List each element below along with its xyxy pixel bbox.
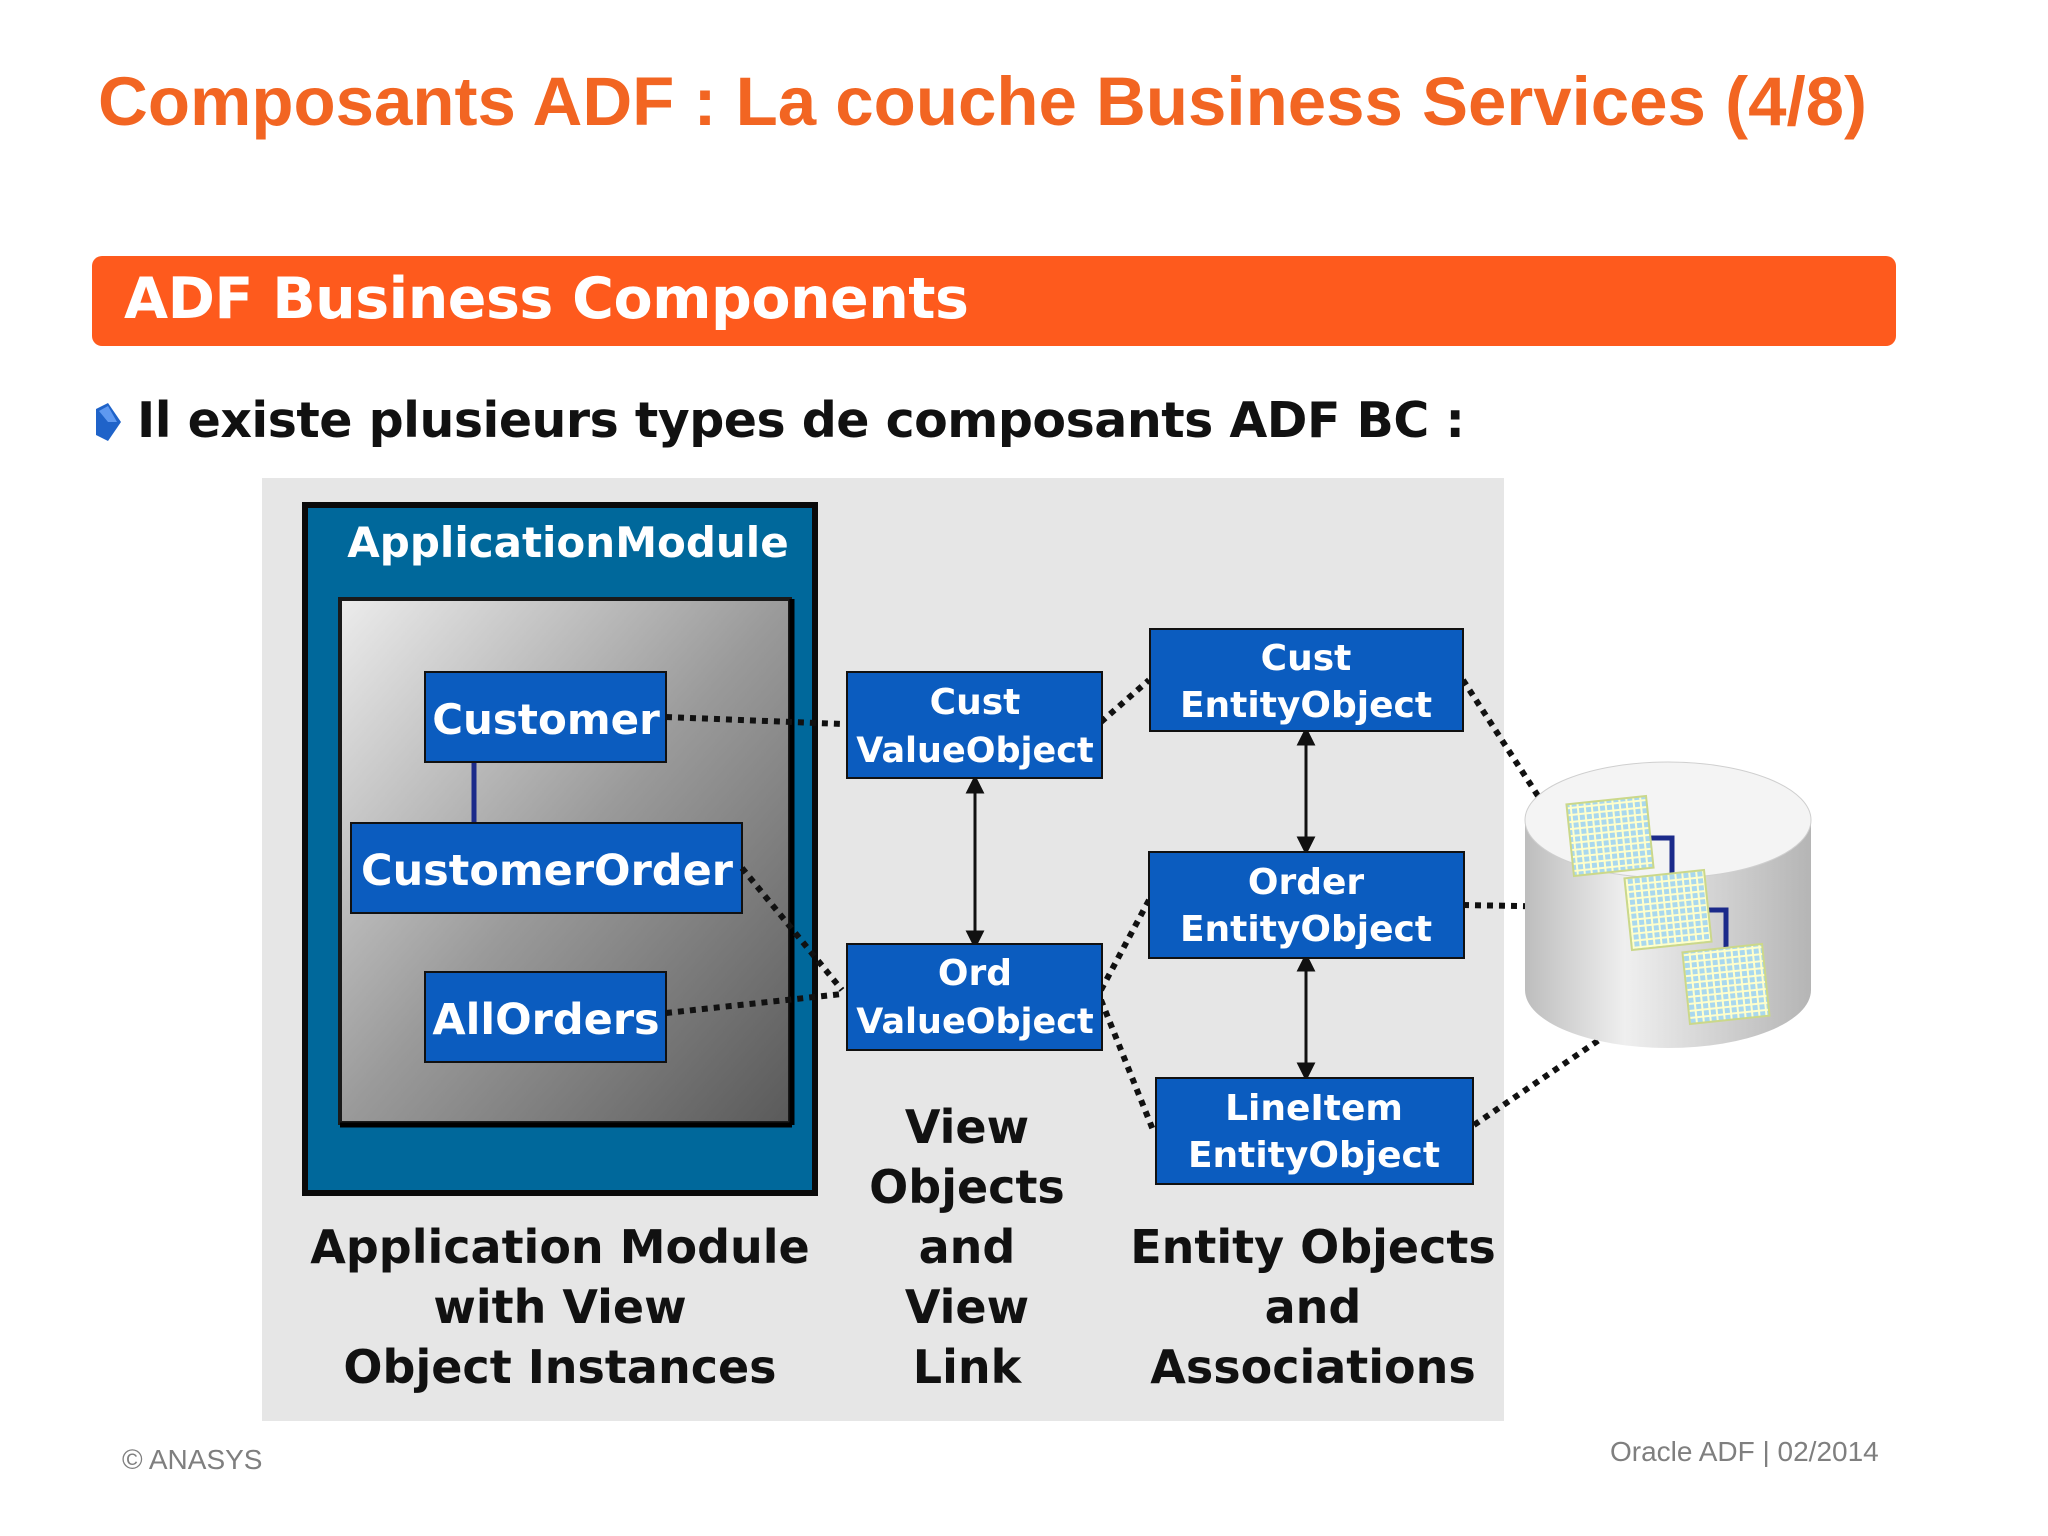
svg-text:Application Module: Application Module [310, 1220, 809, 1274]
svg-text:View: View [905, 1100, 1029, 1154]
entity-object-lineitem-line2: EntityObject [1188, 1135, 1440, 1176]
solid-arrows [965, 726, 1316, 1082]
connector-customer-custvo [665, 714, 843, 727]
svg-text:Associations: Associations [1150, 1340, 1476, 1394]
entity-object-order-line1: Order [1248, 862, 1365, 903]
connector-custvo-custeo [1099, 677, 1151, 725]
entity-object-order: Order EntityObject [1148, 851, 1465, 959]
view-object-ord-line2: ValueObject [856, 1002, 1093, 1042]
view-object-ord: Ord ValueObject [846, 943, 1103, 1051]
instance-allorders-label: AllOrders [432, 995, 659, 1045]
caption-entity-objects: Entity Objects and Associations [1130, 1220, 1496, 1394]
caption-view-objects: View Objects and View Link [869, 1100, 1065, 1394]
svg-text:and: and [1265, 1280, 1362, 1334]
entity-object-cust-line1: Cust [1261, 638, 1352, 679]
instance-customer-label: Customer [432, 695, 660, 744]
svg-text:Link: Link [913, 1340, 1023, 1394]
bullet-text: Il existe plusieurs types de composants … [137, 392, 1465, 449]
instance-customer: Customer [424, 671, 667, 763]
footer-copyright: © ANASYS [122, 1444, 263, 1475]
entity-object-order-line2: EntityObject [1180, 909, 1432, 950]
instance-customerorder: CustomerOrder [350, 822, 743, 914]
entity-object-lineitem: LineItem EntityObject [1155, 1077, 1474, 1185]
instance-customerorder-label: CustomerOrder [361, 846, 734, 896]
caption-app-module: Application Module with View Object Inst… [310, 1220, 809, 1394]
connector-allorders-ordvo [665, 991, 843, 1016]
entity-object-cust: Cust EntityObject [1149, 628, 1464, 732]
bullet-arrow-icon [96, 403, 121, 441]
section-banner: ADF Business Components [92, 256, 1896, 346]
svg-text:Entity Objects: Entity Objects [1130, 1220, 1496, 1274]
footer-product-date: Oracle ADF | 02/2014 [1610, 1436, 1879, 1467]
svg-text:View: View [905, 1280, 1029, 1334]
section-banner-label: ADF Business Components [124, 266, 969, 332]
application-module-title: ApplicationModule [347, 518, 788, 567]
connector-ordvo-ordereo [1098, 898, 1152, 992]
view-object-cust-line1: Cust [930, 682, 1021, 723]
connector-customerorder-ordvo [739, 866, 845, 992]
svg-text:with View: with View [433, 1280, 686, 1334]
entity-object-cust-line2: EntityObject [1180, 685, 1432, 726]
view-object-cust-line2: ValueObject [856, 731, 1093, 771]
database-cylinder-icon [1524, 761, 1812, 1048]
svg-text:and: and [919, 1220, 1016, 1274]
instance-allorders: AllOrders [424, 971, 667, 1063]
view-object-ord-line1: Ord [938, 953, 1012, 994]
view-object-cust: Cust ValueObject [846, 671, 1103, 779]
slide-title: Composants ADF : La couche Business Serv… [98, 63, 1867, 140]
database-tables-icon [1565, 794, 1771, 1026]
svg-text:Object Instances: Object Instances [343, 1340, 776, 1394]
svg-text:Objects: Objects [869, 1160, 1065, 1214]
entity-object-lineitem-line1: LineItem [1225, 1088, 1403, 1129]
